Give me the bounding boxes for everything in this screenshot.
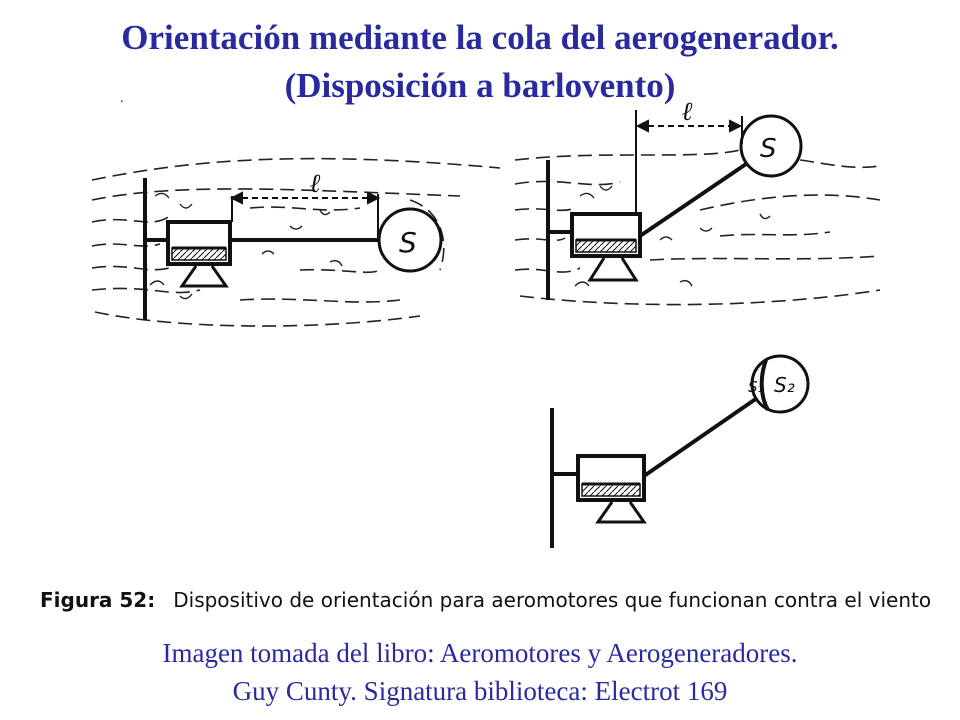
pivot-support-3 — [595, 501, 647, 524]
figure-caption-text: Dispositivo de orientación para aeromoto… — [173, 588, 932, 612]
tail-label-s2: S₂ — [774, 373, 795, 397]
distance-marker — [229, 191, 381, 238]
generator-nacelle-2 — [570, 212, 642, 258]
pivot-support — [179, 265, 229, 288]
tail-boom-2 — [638, 158, 754, 238]
title-line-1: Orientación mediante la cola del aerogen… — [121, 18, 839, 57]
pivot-support-2 — [587, 257, 639, 282]
slide-title: Orientación mediante la cola del aerogen… — [0, 14, 960, 110]
swirl-marks — [149, 192, 343, 300]
split-vane-divider — [759, 359, 770, 411]
distance-label: ℓ — [310, 169, 321, 199]
diagram-tail-deflected: S ℓ — [514, 97, 881, 306]
tail-vane-3 — [750, 354, 810, 414]
tail-vane — [377, 207, 443, 273]
stray-mark: . — [120, 91, 124, 106]
image-credit: Imagen tomada del libro: Aeromotores y A… — [0, 634, 960, 710]
tail-label-s: S — [399, 226, 417, 259]
figure-caption: Figura 52: Dispositivo de orientación par… — [40, 588, 940, 612]
generator-nacelle-3 — [576, 454, 646, 502]
tail-label-s1: S₁ — [748, 378, 764, 396]
wind-flow-lines — [91, 157, 501, 327]
diagram-split-tail: S₁ S₂ — [550, 354, 810, 548]
credit-line-2: Guy Cunty. Signatura biblioteca: Electro… — [232, 676, 728, 706]
figure-caption-label: Figura 52: — [40, 588, 156, 612]
credit-line-1: Imagen tomada del libro: Aeromotores y A… — [162, 638, 798, 668]
tail-vane-2 — [739, 114, 803, 178]
diagram-tail-aligned: S ℓ — [91, 157, 501, 327]
tail-label-s-2: S — [760, 134, 777, 164]
swirl-marks-2 — [574, 185, 771, 287]
generator-nacelle — [166, 220, 232, 266]
title-line-2: (Disposición a barlovento) — [284, 66, 676, 105]
distance-marker-2 — [635, 110, 743, 212]
tail-boom-3 — [642, 394, 762, 478]
distance-label-2: ℓ — [682, 97, 693, 127]
wind-flow-lines-2 — [514, 149, 881, 306]
